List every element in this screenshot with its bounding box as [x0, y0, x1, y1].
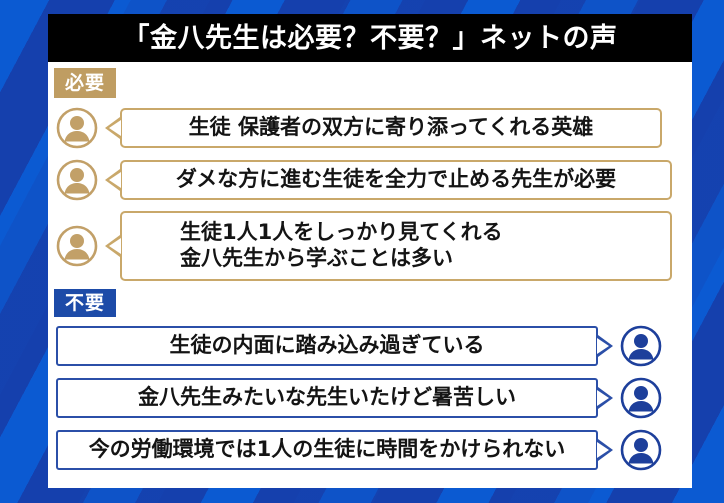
- content-panel: 必要 生徒 保護者の双方に寄り添ってくれる英雄: [48, 62, 692, 488]
- user-avatar-icon: [620, 325, 662, 367]
- comment-text: 今の労働環境では1人の生徒に時間をかけられない: [88, 437, 566, 462]
- user-avatar-icon: [56, 107, 98, 149]
- comment-text: ダメな方に進む生徒を全力で止める先生が必要: [175, 167, 617, 192]
- user-avatar-icon: [56, 159, 98, 201]
- section-badge-need-label: 必要: [64, 71, 105, 94]
- section-badge-need: 必要: [54, 68, 116, 98]
- comment-bubble: ダメな方に進む生徒を全力で止める先生が必要: [105, 160, 672, 200]
- section-badge-not-need-label: 不要: [64, 291, 105, 314]
- comment-text: 金八先生みたいな先生いたけど暑苦しい: [138, 385, 516, 410]
- comment-bubble: 生徒1人1人をしっかり見てくれる 金八先生から学ぶことは多い: [105, 211, 672, 281]
- comment-row-need-1: 生徒 保護者の双方に寄り添ってくれる英雄: [56, 106, 684, 150]
- comment-text: 生徒の内面に踏み込み過ぎている: [169, 333, 485, 358]
- comment-bubble: 生徒の内面に踏み込み過ぎている: [56, 326, 613, 366]
- comment-row-notneed-2: 金八先生みたいな先生いたけど暑苦しい: [56, 376, 684, 420]
- comment-bubble: 金八先生みたいな先生いたけど暑苦しい: [56, 378, 613, 418]
- comment-row-notneed-3: 今の労働環境では1人の生徒に時間をかけられない: [56, 428, 684, 472]
- comment-bubble: 生徒 保護者の双方に寄り添ってくれる英雄: [105, 108, 662, 148]
- comment-text-line-1: 生徒1人1人をしっかり見てくれる: [180, 220, 503, 245]
- title-bar: 「金八先生は必要？不要？」ネットの声: [48, 14, 692, 62]
- comment-row-notneed-1: 生徒の内面に踏み込み過ぎている: [56, 324, 684, 368]
- comment-row-need-3: 生徒1人1人をしっかり見てくれる 金八先生から学ぶことは多い: [56, 210, 684, 282]
- section-badge-not-need: 不要: [54, 289, 116, 317]
- comment-row-need-2: ダメな方に進む生徒を全力で止める先生が必要: [56, 158, 684, 202]
- comment-text: 生徒 保護者の双方に寄り添ってくれる英雄: [188, 115, 594, 140]
- user-avatar-icon: [620, 429, 662, 471]
- comment-text-line-2: 金八先生から学ぶことは多い: [180, 246, 453, 270]
- comment-bubble: 今の労働環境では1人の生徒に時間をかけられない: [56, 430, 613, 470]
- page-title: 「金八先生は必要？不要？」ネットの声: [122, 22, 618, 54]
- user-avatar-icon: [56, 225, 98, 267]
- user-avatar-icon: [620, 377, 662, 419]
